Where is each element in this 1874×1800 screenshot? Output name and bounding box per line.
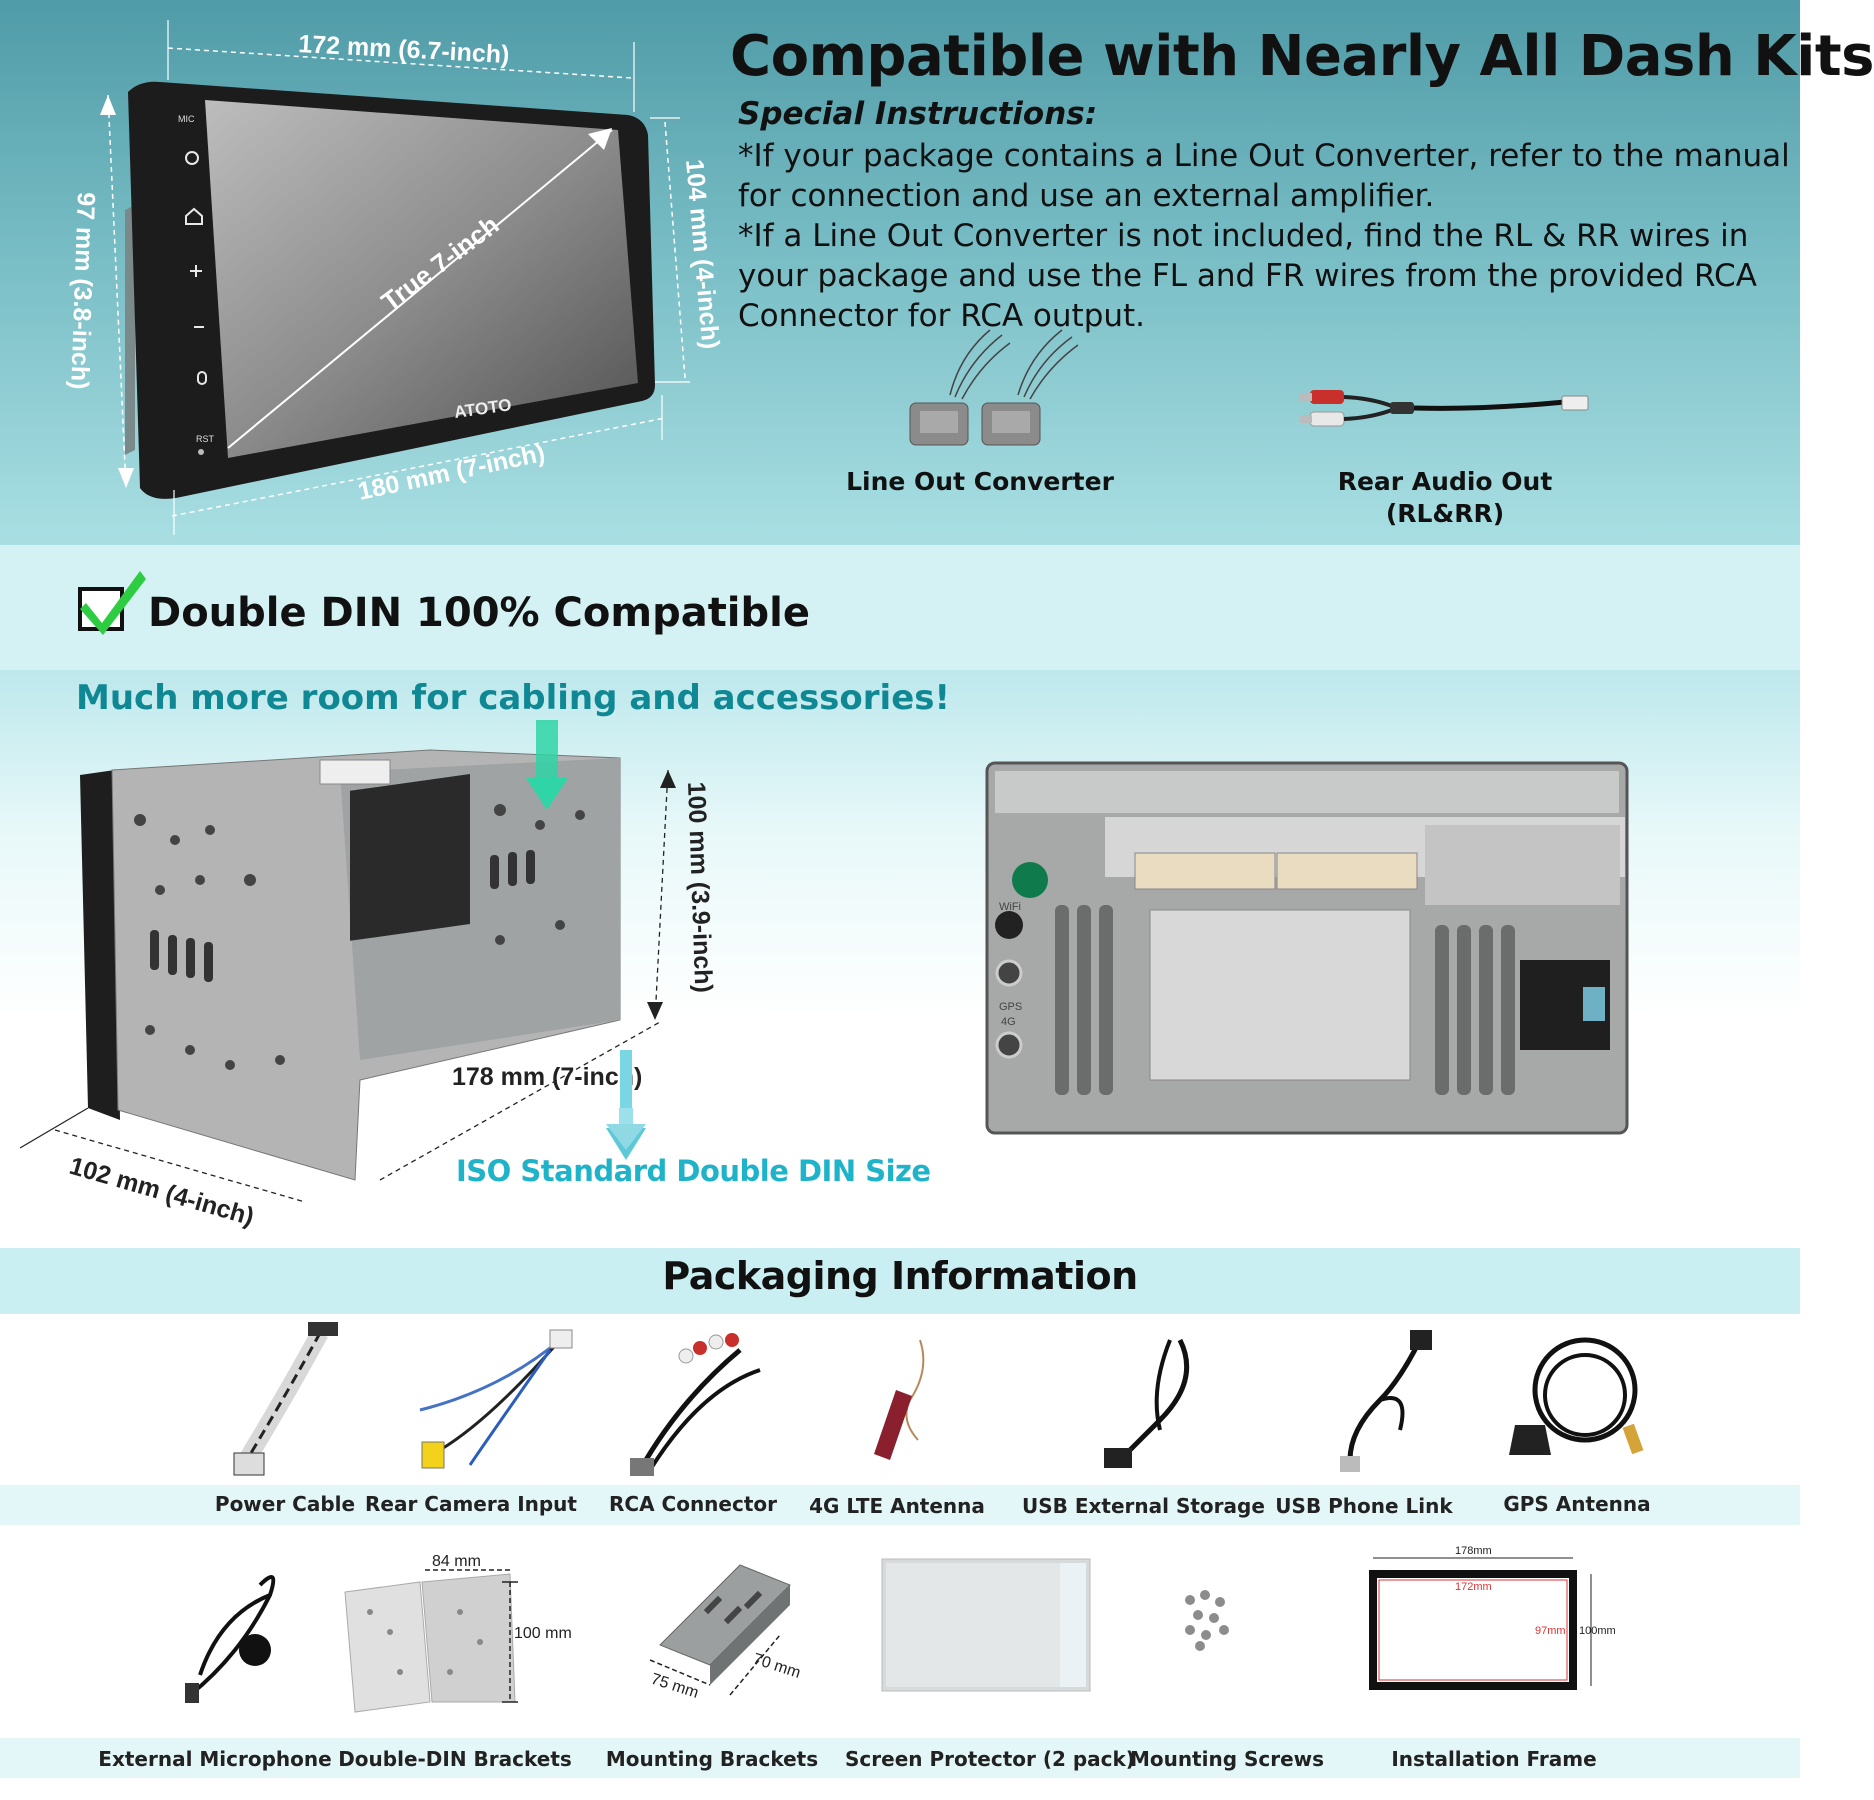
wifi-port-label: WiFi <box>999 901 1021 913</box>
mic-label: MIC <box>178 114 195 124</box>
din-width-label: 178 mm (7-inch) <box>452 1063 642 1091</box>
frame-outer-height-label: 100mm <box>1579 1625 1616 1637</box>
double-din-brackets-image: 84 mm 100 mm <box>344 1553 572 1713</box>
diagonal-line <box>227 129 613 449</box>
usb-external-storage-image <box>1104 1338 1190 1468</box>
bracket-height-label: 100 mm <box>514 1625 572 1642</box>
mounting-screws-label: Mounting Screws <box>1129 1747 1325 1771</box>
reset-hole <box>198 449 204 455</box>
gps-antenna-label: GPS Antenna <box>1503 1492 1651 1516</box>
packaging-row1-band <box>0 1485 1800 1525</box>
din-height-label: 100 mm (3.9-inch) <box>682 781 717 993</box>
mount-width-label: 75 mm <box>649 1671 701 1702</box>
down-arrow-icon <box>526 778 568 810</box>
din-depth-label: 102 mm (4-inch) <box>66 1152 257 1231</box>
power-icon <box>185 151 199 165</box>
double-din-band <box>0 545 1800 670</box>
rca-connector-image <box>630 1333 761 1476</box>
rca-connector-label: RCA Connector <box>609 1492 777 1516</box>
screen-protector-image <box>881 1558 1091 1692</box>
chassis-rear-view: WiFi GPS 4G <box>985 761 1629 1135</box>
wifi-port-icon <box>1012 862 1048 898</box>
frame-outer-width-label: 178mm <box>1455 1545 1492 1557</box>
usb-phone-link-image <box>1340 1330 1432 1472</box>
mic-icon <box>197 371 207 385</box>
frame-inner-width-label: 172mm <box>1455 1581 1492 1593</box>
screen-protector-label: Screen Protector (2 pack) <box>845 1747 1135 1771</box>
head-unit-illustration: MIC RST ATOTO True 7-inch 172 mm (6.7-in… <box>65 20 725 535</box>
gps-port-label: GPS <box>999 1001 1022 1013</box>
rear-audio-out-label: Rear Audio Out (RL&RR) <box>1300 466 1590 530</box>
packaging-title: Packaging Information <box>662 1254 1138 1298</box>
top-width-label: 172 mm (6.7-inch) <box>298 30 510 69</box>
installation-frame-label: Installation Frame <box>1391 1747 1597 1771</box>
instruction-line-out: *If your package contains a Line Out Con… <box>738 138 1790 214</box>
bracket-width-label: 84 mm <box>432 1553 481 1570</box>
rear-camera-input-label: Rear Camera Input <box>365 1492 577 1516</box>
gps-antenna-image <box>1509 1337 1644 1455</box>
left-height-label: 97 mm (3.8-inch) <box>65 192 100 390</box>
line-out-converter-image <box>909 329 1079 446</box>
gps-port-icon <box>995 959 1023 987</box>
4g-lte-antenna-label: 4G LTE Antenna <box>809 1494 985 1518</box>
home-icon <box>185 207 203 225</box>
frame-inner-height-label: 97mm <box>1535 1625 1566 1637</box>
usb-external-storage-label: USB External Storage <box>1022 1494 1265 1518</box>
rear-audio-cable-image <box>1300 390 1589 427</box>
volume-up-icon <box>190 265 202 277</box>
rear-audio-out-title: Rear Audio Out <box>1337 467 1553 496</box>
4g-lte-antenna-image <box>874 1339 925 1460</box>
double-din-brackets-label: Double-DIN Brackets <box>338 1747 572 1771</box>
installation-frame-image: 178mm 172mm 97mm 100mm <box>1369 1545 1616 1690</box>
external-microphone-image <box>185 1575 276 1703</box>
rear-camera-input-image <box>419 1329 573 1469</box>
room-subtitle: Much more room for cabling and accessori… <box>76 678 951 718</box>
line-out-converter-label: Line Out Converter <box>846 467 1114 496</box>
rst-label: RST <box>196 434 215 444</box>
power-cable-image <box>233 1322 338 1476</box>
mounting-brackets-label: Mounting Brackets <box>605 1747 819 1771</box>
rear-audio-out-channels: (RL&RR) <box>1385 499 1505 528</box>
page-title: Compatible with Nearly All Dash Kits <box>730 24 1874 89</box>
usb-phone-link-label: USB Phone Link <box>1275 1494 1453 1518</box>
double-din-title: Double DIN 100% Compatible <box>148 590 810 636</box>
antenna-port-icon <box>995 911 1023 939</box>
4g-port-label: 4G <box>1001 1016 1016 1028</box>
packaging-row2-band <box>0 1738 1800 1778</box>
checkmark-icon <box>78 571 146 635</box>
power-cable-label: Power Cable <box>214 1492 356 1516</box>
screen <box>205 100 638 458</box>
right-height-label: 104 mm (4-inch) <box>680 158 724 350</box>
instruction-rca: *If a Line Out Converter is not included… <box>738 218 1757 334</box>
barcode-label <box>319 759 391 785</box>
iso-arrow-small-icon <box>606 1108 646 1150</box>
4g-port-icon <box>995 1031 1023 1059</box>
mounting-screws-image <box>1185 1590 1229 1651</box>
mounting-brackets-image: 75 mm 70 mm <box>649 1564 803 1702</box>
packaging-band <box>0 1248 1800 1314</box>
chassis-side-view: 100 mm (3.9-inch) 178 mm (7-inch) 102 mm… <box>19 720 717 1231</box>
external-microphone-label: External Microphone <box>98 1747 332 1771</box>
iso-standard-label: ISO Standard Double DIN Size <box>456 1154 931 1188</box>
instructions-heading: Special Instructions: <box>738 96 1098 132</box>
mount-height-label: 70 mm <box>751 1651 803 1682</box>
